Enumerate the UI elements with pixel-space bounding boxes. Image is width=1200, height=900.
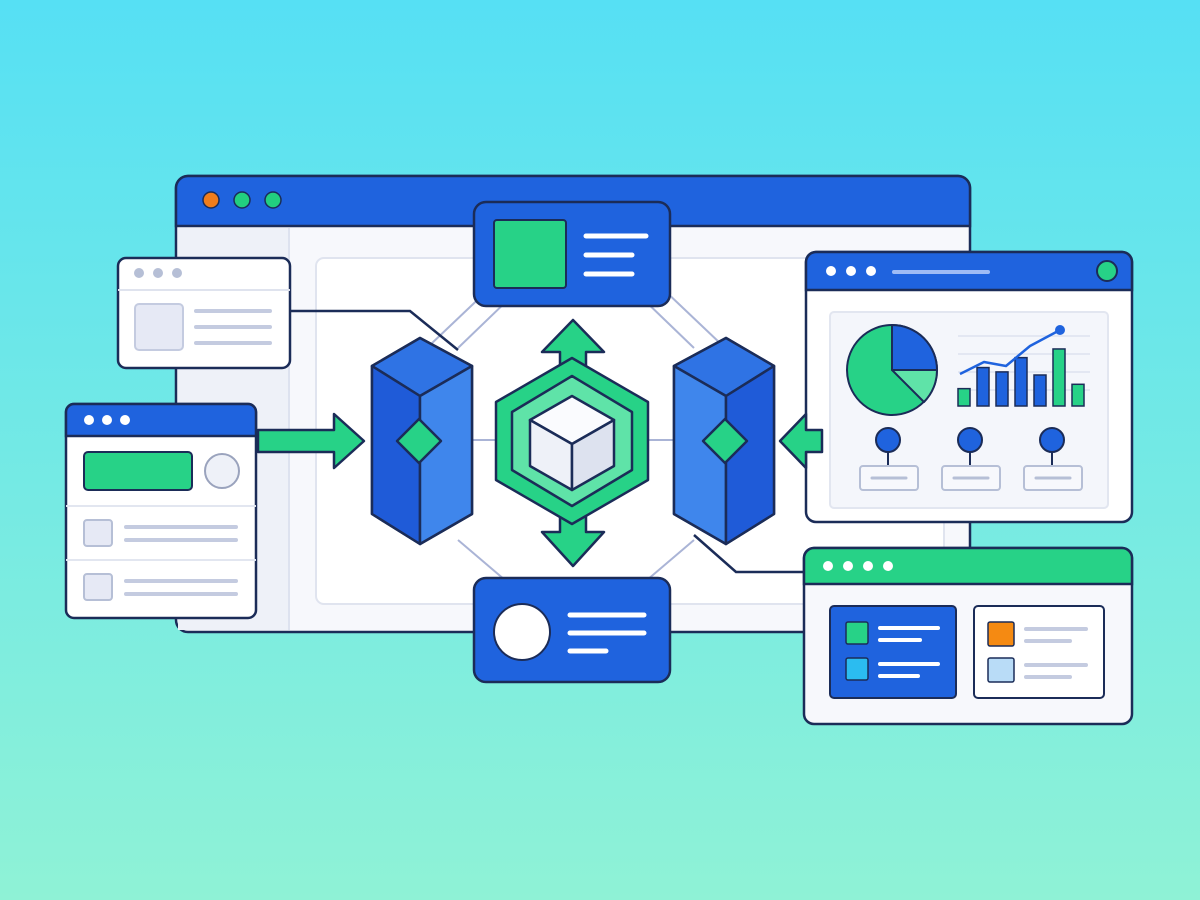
analytics-bar bbox=[1014, 356, 1028, 407]
cube-icon bbox=[528, 394, 616, 492]
status-green-icon bbox=[1096, 260, 1118, 282]
orange-tile-icon bbox=[987, 621, 1015, 647]
image-placeholder-icon bbox=[134, 303, 184, 351]
bar-chart-icon bbox=[957, 325, 1090, 407]
pale-blue-tile-icon bbox=[987, 657, 1015, 683]
left-module-prism-icon bbox=[370, 336, 474, 546]
profile-circle-icon bbox=[493, 603, 551, 661]
arrow-right-icon bbox=[256, 412, 366, 470]
central-hub-hexagon-icon bbox=[494, 356, 650, 526]
left-lower-window bbox=[64, 402, 258, 620]
green-input-bar bbox=[83, 451, 193, 491]
top-content-card bbox=[472, 200, 672, 308]
flow-node-icon bbox=[1039, 427, 1065, 453]
analytics-bar bbox=[995, 371, 1009, 407]
avatar-circle-icon bbox=[204, 453, 240, 489]
flow-node-icon bbox=[875, 427, 901, 453]
task-card-blue bbox=[829, 605, 957, 699]
tasks-window bbox=[802, 546, 1134, 726]
checkbox-icon bbox=[83, 573, 113, 601]
window-dot-green-icon bbox=[233, 191, 251, 209]
flow-nodes bbox=[859, 427, 1083, 491]
bottom-profile-card bbox=[472, 576, 672, 684]
pie-slice-highlight bbox=[891, 324, 938, 371]
analytics-bar bbox=[957, 387, 971, 407]
flow-node-icon bbox=[957, 427, 983, 453]
window-dot-green-icon bbox=[264, 191, 282, 209]
analytics-bar bbox=[1071, 383, 1085, 407]
green-image-icon bbox=[493, 219, 567, 289]
cyan-tile-icon bbox=[845, 657, 869, 681]
green-tile-icon bbox=[845, 621, 869, 645]
checkbox-icon bbox=[83, 519, 113, 547]
pie-chart-icon bbox=[846, 324, 939, 416]
window-dot-orange-icon bbox=[202, 191, 220, 209]
analytics-bar bbox=[1033, 374, 1047, 407]
analytics-bar bbox=[1052, 348, 1066, 407]
left-upper-window bbox=[116, 256, 292, 370]
trend-point-icon bbox=[1055, 325, 1065, 335]
task-card-white bbox=[973, 605, 1105, 699]
arrow-left-icon bbox=[778, 412, 824, 470]
right-module-prism-icon bbox=[672, 336, 776, 546]
analytics-bar bbox=[976, 366, 990, 407]
